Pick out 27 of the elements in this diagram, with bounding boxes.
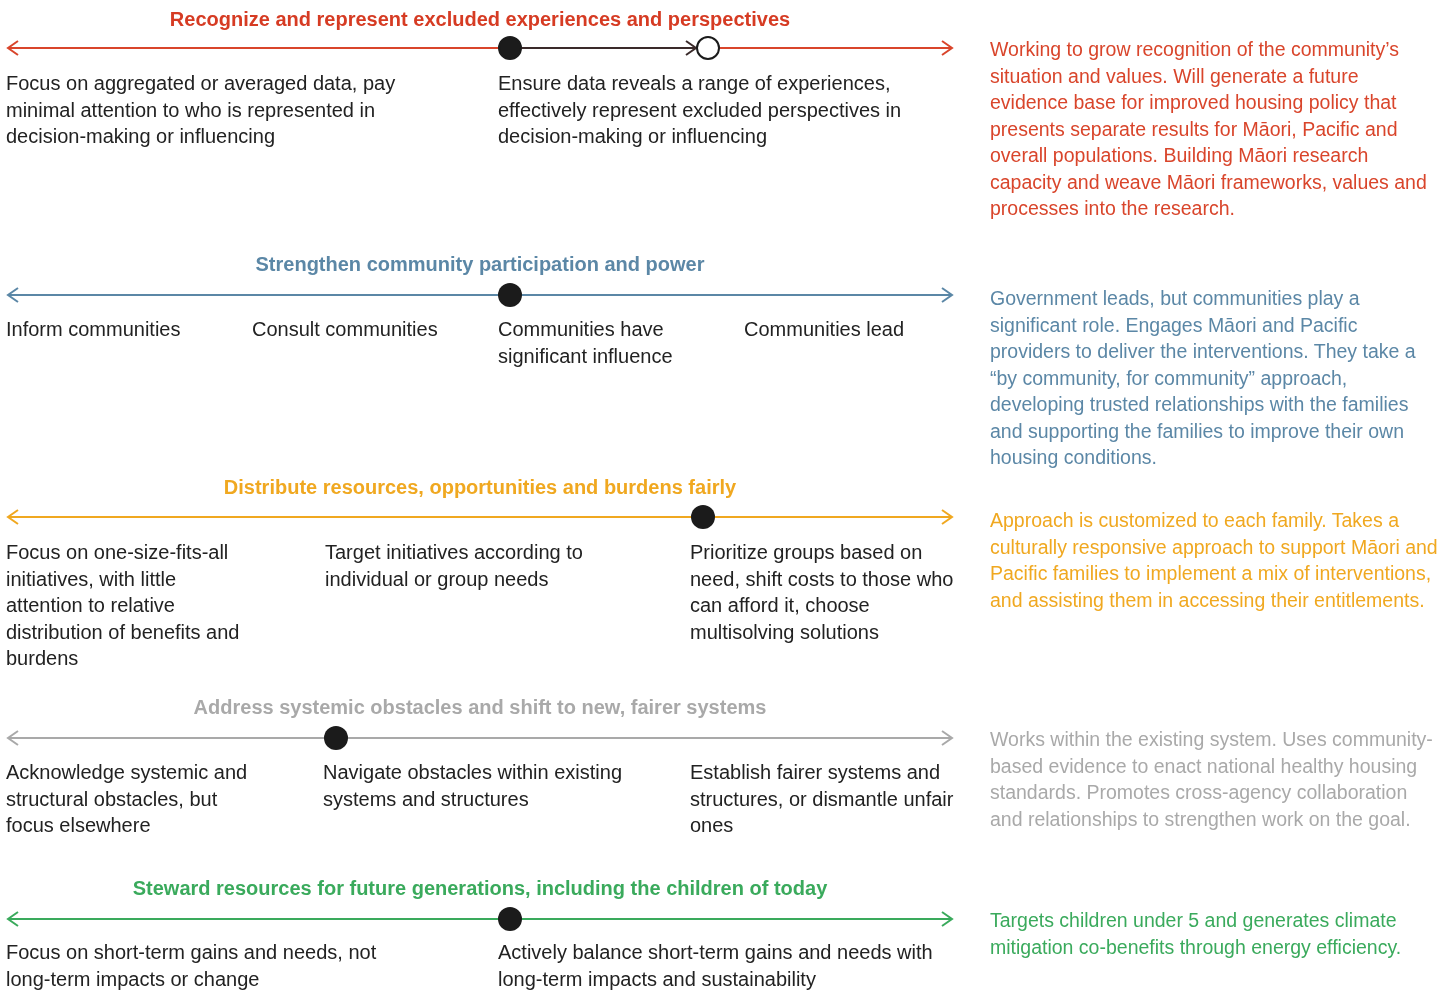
scale-point-text: Actively balance short-term gains and needs with long-term impacts and sustainability <box>498 940 934 992</box>
description-text: Working to grow recognition of the community’s situation and values. Will generate a future evidence base for improved housing policy that presents separate results for Māori, Pacific and overall populations. Building Māori research capacity and weave Māori frameworks, values and processes into the research. <box>990 37 1428 221</box>
scale-point-text: Target initiatives according to individual or group needs <box>325 540 584 592</box>
scale-point-text: Navigate obstacles within existing systems and structures <box>323 760 624 812</box>
scale-point-text: Communities have significant influence <box>498 317 674 369</box>
scale-point-text: Focus on aggregated or averaged data, pay minimal attention to who is represented in decision-making or influencing <box>6 71 397 149</box>
circle-marker <box>696 36 720 60</box>
scale-point-text: Establish fairer systems and structures, or dismantle unfair ones <box>690 760 955 838</box>
description-text: Government leads, but communities play a significant role. Engages Māori and Pacific providers to deliver the interventions. They take a “by community, for community” approach, developing trusted relationships with the families and supporting the families to improve their own housing conditions. <box>990 286 1417 470</box>
arrow <box>521 40 697 56</box>
section-heading: Recognize and represent excluded experiences and perspectives <box>169 7 791 32</box>
section-heading: Steward resources for future generations, including the children of today <box>132 876 828 901</box>
scale-point-text: Prioritize groups based on need, shift costs to those who can afford it, choose multisolving solutions <box>690 540 955 645</box>
scale-point-text: Focus on short-term gains and needs, not long-term impacts or change <box>6 940 378 992</box>
description-text: Works within the existing system. Uses community-based evidence to enact national healthy housing standards. Promotes cross-agency collaboration and relationships to strengthen work on the goal. <box>990 727 1434 832</box>
scale-point-text: Communities lead <box>744 317 906 342</box>
description-text: Approach is customized to each family. Takes a culturally responsive approach to support Māori and Pacific families to implement a mix of interventions, and assisting them in accessing their entitlements. <box>990 508 1439 613</box>
scale-point-text: Ensure data reveals a range of experiences, effectively represent excluded perspectives in decision-making or influencing <box>498 71 903 149</box>
section-heading: Address systemic obstacles and shift to new, fairer systems <box>193 695 767 720</box>
scale-point-text: Consult communities <box>252 317 439 342</box>
section-heading: Distribute resources, opportunities and burdens fairly <box>223 475 737 500</box>
scale-point-text: Acknowledge systemic and structural obstacles, but focus elsewhere <box>6 760 249 838</box>
section-heading: Strengthen community participation and power <box>255 252 705 277</box>
description-text: Targets children under 5 and generates climate mitigation co-benefits through energy efficiency. <box>990 908 1403 960</box>
circle-marker <box>498 36 522 60</box>
scale-point-text: Inform communities <box>6 317 182 342</box>
scale-point-text: Focus on one-size-fits-all initiatives, with little attention to relative distribution of benefits and burdens <box>6 540 241 671</box>
